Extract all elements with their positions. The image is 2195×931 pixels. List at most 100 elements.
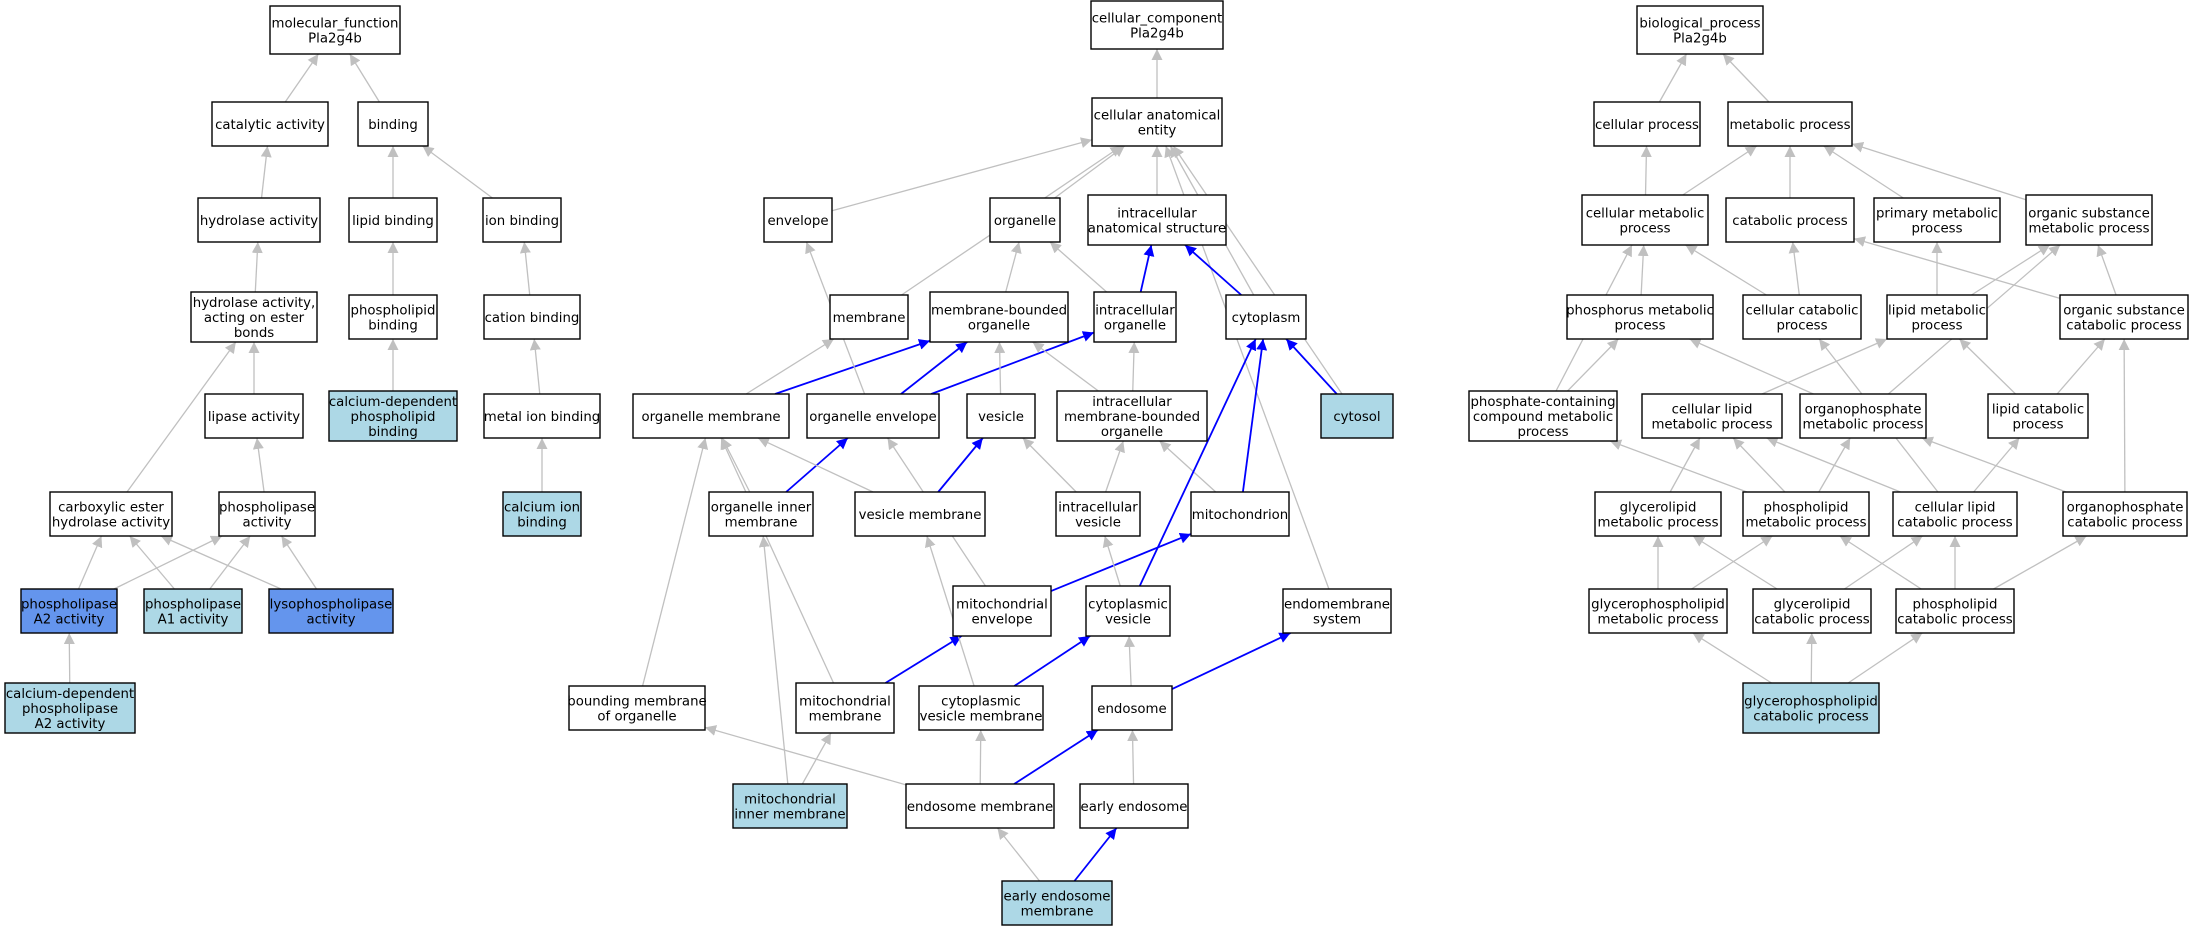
node-box bbox=[989, 197, 1061, 243]
node-cell-proc[interactable]: cellular process bbox=[1593, 101, 1701, 147]
node-mito[interactable]: mitochondrion bbox=[1190, 491, 1290, 537]
edge-lysopl-to-carboxylic bbox=[160, 535, 282, 590]
node-ves-mem[interactable]: vesicle membrane bbox=[854, 491, 986, 537]
node-cation-binding[interactable]: cation binding bbox=[483, 294, 581, 340]
node-label: phospholipase bbox=[145, 598, 241, 613]
edge-gplmp-to-plmp bbox=[1691, 535, 1773, 590]
node-label: process bbox=[1911, 319, 1962, 334]
node-box bbox=[1468, 390, 1618, 442]
node-label: Pla2g4b bbox=[1130, 27, 1184, 42]
node-metal-ion-binding[interactable]: metal ion binding bbox=[483, 393, 601, 439]
node-met-proc[interactable]: metabolic process bbox=[1727, 101, 1853, 147]
node-hydrolase[interactable]: hydrolase activity bbox=[197, 197, 321, 243]
node-ion-binding[interactable]: ion binding bbox=[482, 197, 562, 243]
node-box bbox=[268, 588, 394, 634]
node-membrane[interactable]: membrane bbox=[829, 294, 909, 340]
node-vesicle[interactable]: vesicle bbox=[966, 393, 1036, 439]
node-catab[interactable]: catabolic process bbox=[1725, 197, 1855, 243]
node-envelope[interactable]: envelope bbox=[763, 197, 833, 243]
node-lipase[interactable]: lipase activity bbox=[204, 393, 304, 439]
node-label: catabolic process bbox=[1753, 710, 1868, 725]
node-label: cellular lipid bbox=[1672, 403, 1753, 418]
node-box bbox=[1727, 101, 1853, 147]
node-label: process bbox=[1776, 319, 1827, 334]
edge-osmp-to-met_proc bbox=[1851, 142, 2027, 201]
node-lipid-binding[interactable]: lipid binding bbox=[348, 197, 438, 243]
node-box bbox=[829, 294, 909, 340]
node-box bbox=[1085, 585, 1171, 637]
node-box bbox=[49, 491, 173, 537]
node-org-env[interactable]: organelle envelope bbox=[806, 393, 940, 439]
node-organelle[interactable]: organelle bbox=[989, 197, 1061, 243]
node-cytosol[interactable]: cytosol bbox=[1320, 393, 1394, 439]
node-box bbox=[143, 588, 243, 634]
node-label: cytoplasmic bbox=[1088, 598, 1168, 613]
node-catalytic[interactable]: catalytic activity bbox=[211, 101, 329, 147]
node-label: carboxylic ester bbox=[58, 501, 164, 516]
node-cytoplasm[interactable]: cytoplasm bbox=[1225, 294, 1307, 340]
edge-gplcp-to-glcp bbox=[1806, 632, 1818, 684]
edge-opcp-to-oscp bbox=[2118, 338, 2130, 493]
node-box bbox=[1055, 491, 1141, 537]
node-box bbox=[204, 393, 304, 439]
node-early-endo[interactable]: early endosome bbox=[1079, 783, 1189, 829]
node-label: system bbox=[1313, 613, 1361, 628]
node-org-mem[interactable]: organelle membrane bbox=[632, 393, 790, 439]
node-box bbox=[1093, 291, 1177, 343]
node-label: intracellular bbox=[1092, 395, 1172, 410]
node-label: bonds bbox=[234, 326, 274, 341]
node-endosome[interactable]: endosome bbox=[1091, 685, 1173, 731]
node-binding[interactable]: binding bbox=[357, 101, 429, 147]
node-endo-mem[interactable]: endosome membrane bbox=[905, 783, 1055, 829]
node-label: phosphate-containing bbox=[1470, 395, 1615, 410]
